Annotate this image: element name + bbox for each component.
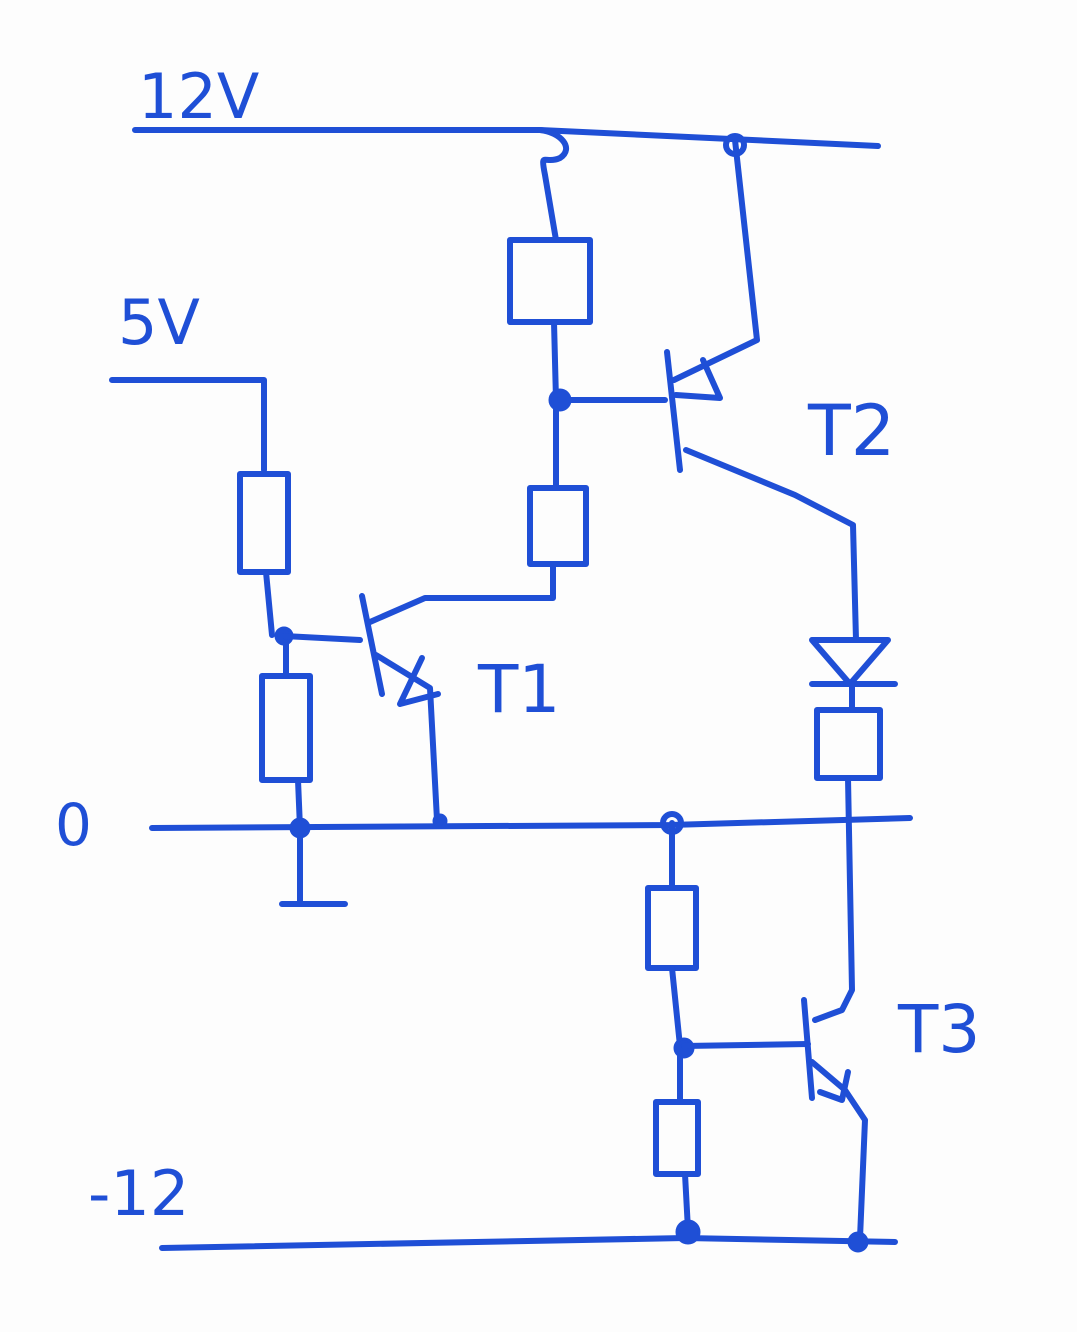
transistor-t1-base-wire bbox=[281, 633, 363, 643]
transistor-t1-base-bar bbox=[359, 593, 385, 697]
transistor-t2-emitter-arrow bbox=[673, 357, 723, 401]
label-t2: T2 bbox=[807, 390, 895, 472]
wire-12v-to-r3 bbox=[537, 127, 569, 243]
transistor-t3-emitter bbox=[809, 1059, 868, 1241]
rail-ground-line bbox=[149, 815, 913, 831]
wire-r3-to-t2-base-node bbox=[551, 319, 559, 403]
transistor-t2-base-bar bbox=[664, 349, 683, 473]
transistor-t1-collector bbox=[367, 563, 556, 625]
transistor-t3-base-wire bbox=[681, 1041, 811, 1049]
rail-plus12-line bbox=[132, 127, 881, 149]
junction-t1-emitter-ground bbox=[432, 813, 448, 829]
rail-5v-line bbox=[109, 377, 267, 473]
resistor-r7 bbox=[653, 1099, 701, 1177]
label-t1: T1 bbox=[477, 651, 560, 728]
resistor-r5 bbox=[814, 707, 883, 781]
resistor-r3 bbox=[507, 237, 593, 325]
label-5v: 5V bbox=[118, 286, 200, 359]
transistor-t3-emitter-arrow bbox=[817, 1069, 851, 1103]
transistor-t2-collector bbox=[683, 447, 859, 643]
ground-symbol bbox=[279, 825, 348, 907]
wire-r1-to-t1-base-node bbox=[263, 569, 275, 638]
wire-r6-to-t3-base-node bbox=[669, 965, 683, 1049]
transistor-t1-emitter bbox=[373, 652, 440, 823]
junction-minus12-left bbox=[675, 1219, 701, 1245]
resistor-r4 bbox=[527, 485, 589, 567]
rail-minus12-line bbox=[159, 1235, 898, 1251]
wire-r5-to-t3-collector bbox=[812, 775, 855, 1023]
transistor-t3-base-bar bbox=[801, 997, 815, 1101]
resistor-r6 bbox=[645, 885, 699, 971]
label-t3: T3 bbox=[897, 991, 980, 1068]
junction-minus12-right bbox=[847, 1231, 869, 1253]
label-ground: 0 bbox=[55, 791, 92, 859]
junction-12v-right bbox=[723, 133, 747, 157]
diode-d1 bbox=[809, 637, 898, 687]
transistor-t1-emitter-arrow bbox=[397, 655, 441, 707]
junction-ground-left bbox=[289, 817, 311, 839]
resistor-r2 bbox=[259, 673, 313, 783]
label-12v: 12V bbox=[138, 60, 259, 133]
transistor-t2-emitter bbox=[671, 137, 760, 383]
resistor-r1 bbox=[237, 471, 291, 575]
label-minus12: -12 bbox=[88, 1157, 189, 1230]
